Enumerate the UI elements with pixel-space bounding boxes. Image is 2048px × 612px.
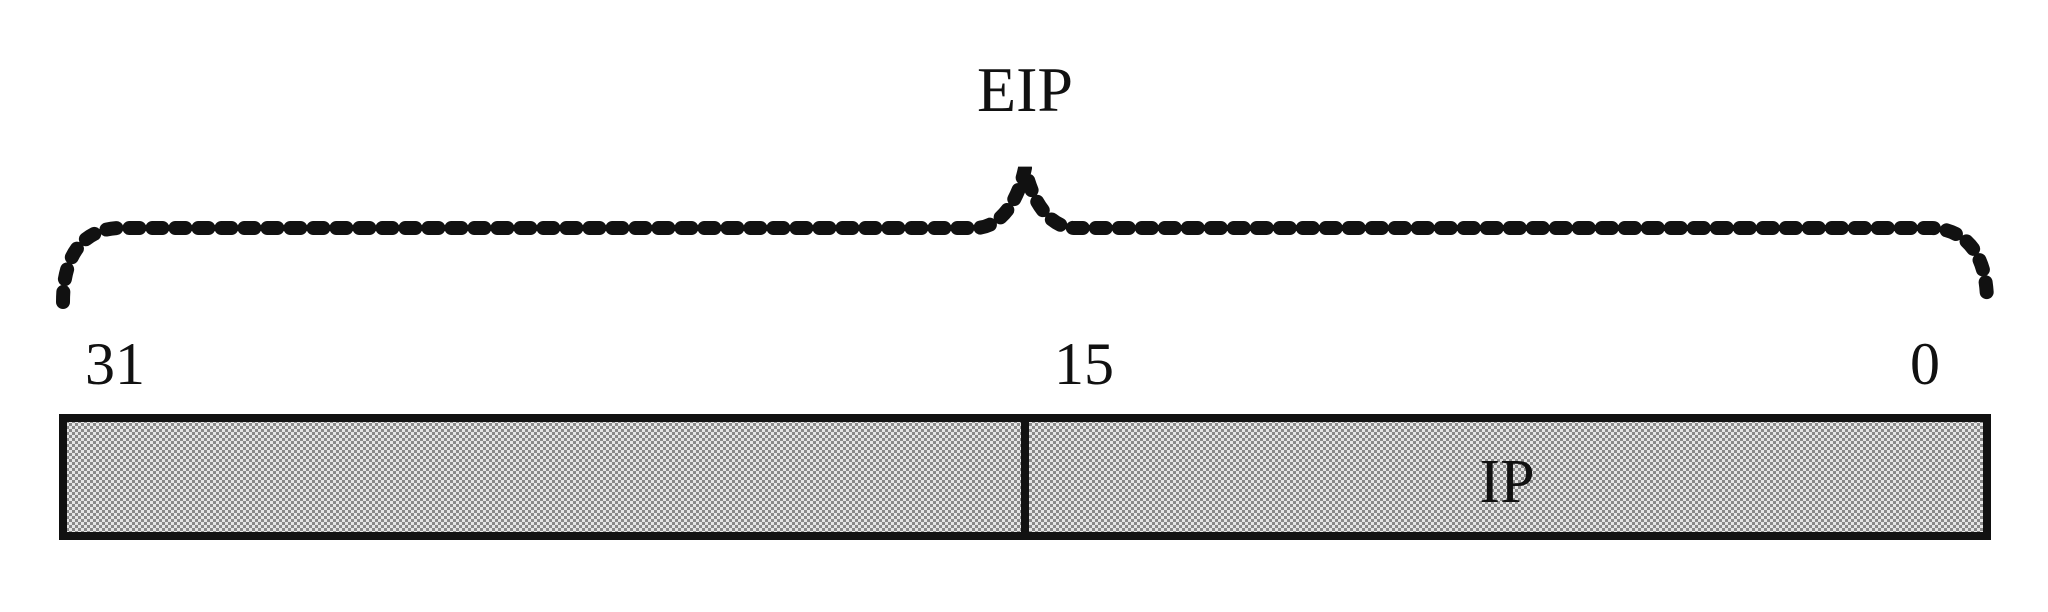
eip-label: EIP	[977, 54, 1073, 125]
register-low-half-ip	[1025, 418, 1987, 536]
bit-label-15: 15	[1054, 331, 1114, 397]
bit-label-31: 31	[85, 331, 145, 397]
register-high-half	[63, 418, 1025, 536]
eip-span-brace	[56, 166, 1994, 309]
bit-label-0: 0	[1910, 331, 1940, 397]
ip-label: IP	[1479, 448, 1535, 516]
